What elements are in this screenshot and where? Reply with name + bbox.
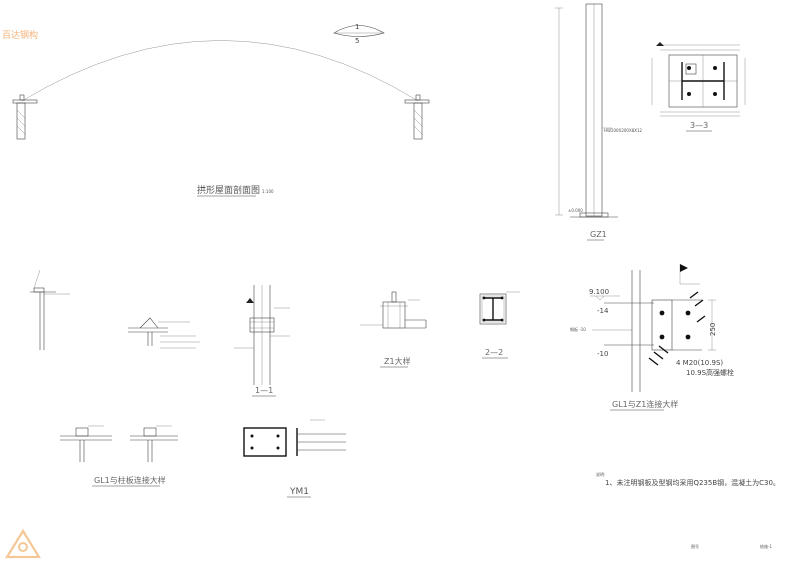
section-1-1: 1—1: [234, 285, 290, 397]
ratio-bottom: 5: [355, 37, 359, 45]
gl1-plate-detail: GL1与柱板连接大样: [60, 425, 178, 487]
ratio-top: 1: [355, 23, 359, 31]
arch-scale: 1:100: [262, 189, 274, 194]
sheet-number: 结施-1: [760, 543, 772, 549]
column-name: GZ1: [590, 230, 607, 239]
title-block-label: 图号: [691, 543, 699, 549]
ym1-detail: YM1: [243, 419, 346, 498]
column-base-elevation: ±0.000: [568, 208, 583, 213]
joint-bolt-spec: 4 M20(10.9S): [676, 359, 723, 367]
section-1-1-label: 1—1: [255, 386, 273, 395]
left-cap-plate: [12, 99, 38, 104]
arch-curve: [21, 40, 419, 102]
joint-bolt-grade: 10.9S高强螺栓: [686, 368, 734, 377]
hs-bolt: [685, 334, 691, 340]
anchor-bolt: [687, 92, 691, 96]
watermark-logo-icon: [5, 529, 41, 559]
splice-plate: [249, 317, 275, 333]
embedded-plate: [243, 427, 287, 457]
anchor-bolt: [713, 66, 717, 70]
gl1-detail-label: GL1与柱板连接大样: [94, 475, 166, 485]
end-plate: [651, 299, 673, 351]
joint-elevation: 9.100: [589, 288, 609, 296]
arch-section: 1 5 拱形屋面剖面图 1:100: [12, 23, 430, 197]
gz1-column: HW200X200X8X12 ±0.000 GZ1: [555, 3, 643, 241]
section-2-2-label: 2—2: [485, 348, 503, 357]
section-2-2: 2—2: [479, 291, 520, 359]
h-section-profile: [681, 62, 725, 100]
arch-title: 拱形屋面剖面图: [197, 184, 260, 196]
section-3-3-label: 3—3: [690, 121, 708, 130]
z1-label: Z1大样: [384, 356, 411, 366]
anchor-bolt: [713, 92, 717, 96]
ym1-label: YM1: [289, 487, 309, 497]
watermark-text: 百达钢构: [2, 31, 39, 41]
notes: 说明: 1、未注明钢板及型钢均采用Q235B钢，混凝土为C30。: [596, 471, 780, 487]
right-support-column: [413, 102, 423, 140]
purlin-detail: [30, 269, 70, 350]
left-support-column: [16, 102, 26, 140]
column-section-label: HW200X200X8X12: [604, 128, 643, 133]
hs-bolt: [659, 310, 665, 316]
anchor-bolt: [687, 66, 691, 70]
column-cross-section: [479, 293, 507, 325]
notes-line-1: 1、未注明钢板及型钢均采用Q235B钢，混凝土为C30。: [605, 478, 780, 487]
z1-detail: Z1大样: [360, 291, 427, 368]
joint-plate-14: -14: [597, 307, 609, 315]
beam-end-detail: [128, 317, 200, 349]
section-3-3: 3—3: [651, 42, 746, 132]
notes-heading: 说明:: [596, 471, 605, 477]
joint-dim-250: 250: [709, 323, 717, 336]
hs-bolt: [659, 334, 665, 340]
hs-bolt: [685, 310, 691, 316]
gl1-z1-joint: 250 9.100 -14 钢板 -10 -10 4 M20(10.9S) 10…: [570, 264, 734, 411]
joint-title: GL1与Z1连接大样: [612, 399, 678, 409]
joint-plate-10a: 钢板 -10: [570, 326, 586, 332]
joint-plate-10b: -10: [597, 350, 608, 358]
